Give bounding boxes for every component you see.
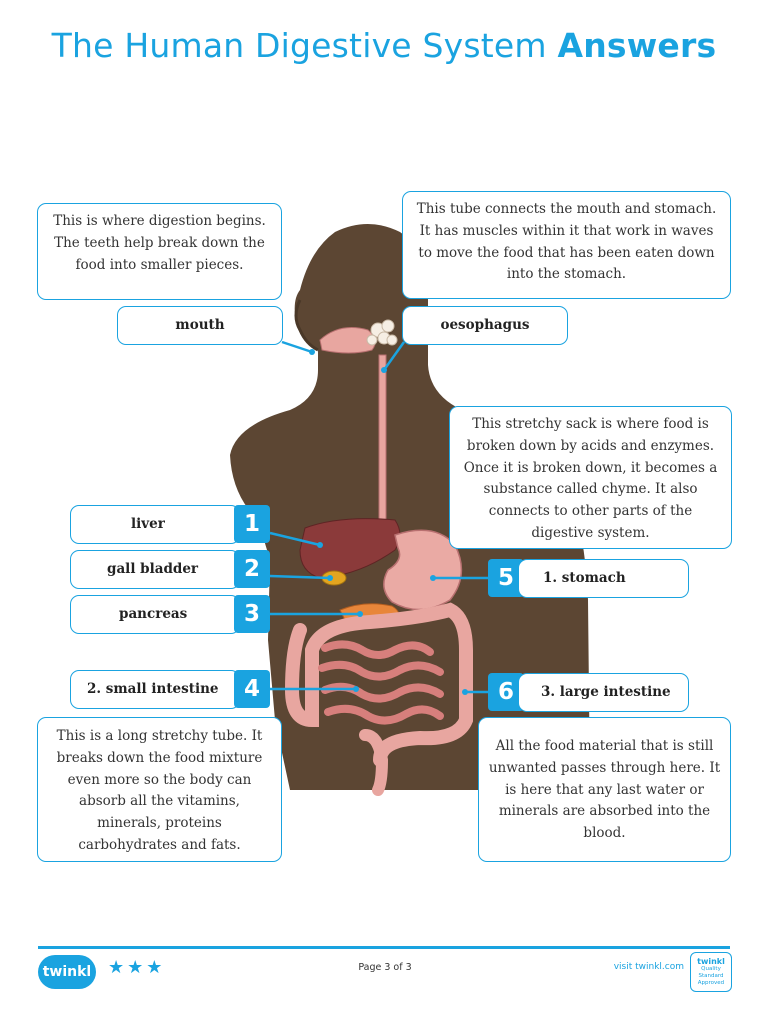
label-stomach-text: 1. stomach <box>543 570 626 586</box>
page-number: Page 3 of 3 <box>358 962 412 973</box>
oesophagus-tube <box>378 354 387 534</box>
number-badge-4: 4 <box>234 670 270 708</box>
page-title: The Human Digestive System Answers <box>0 26 768 65</box>
small-intestine-description: This is a long stretchy tube. It breaks … <box>37 717 282 862</box>
label-small-intestine-text: 2. small intestine <box>87 681 219 697</box>
label-mouth-text: mouth <box>175 317 225 333</box>
small-intestine-description-text: This is a long stretchy tube. It breaks … <box>56 728 263 853</box>
label-large-intestine-text: 3. large intestine <box>541 684 671 700</box>
large-intestine-shape <box>284 602 473 767</box>
label-oesophagus-text: oesophagus <box>440 317 530 333</box>
connector-lines <box>269 340 488 694</box>
quality-badge-icon: twinkl Quality Standard Approved <box>690 952 732 992</box>
number-badge-2: 2 <box>234 550 270 588</box>
large-intestine-description: All the food material that is still unwa… <box>478 717 731 862</box>
label-liver: liver <box>70 505 240 544</box>
label-oesophagus: oesophagus <box>402 306 568 345</box>
label-stomach: 1. stomach <box>518 559 689 598</box>
oesophagus-description: This tube connects the mouth and stomach… <box>402 191 731 299</box>
mouth-description-text: This is where digestion begins. The teet… <box>53 213 266 273</box>
visit-link[interactable]: visit twinkl.com <box>613 962 684 972</box>
footer-divider <box>38 946 730 949</box>
badge-text: Quality Standard Approved <box>697 966 725 986</box>
label-pancreas: pancreas <box>70 595 240 634</box>
title-main: The Human Digestive System <box>51 26 547 65</box>
mouth-description: This is where digestion begins. The teet… <box>37 203 282 300</box>
stomach-description: This stretchy sack is where food is brok… <box>449 406 732 549</box>
small-intestine-coils <box>318 640 444 725</box>
label-pancreas-text: pancreas <box>119 606 188 622</box>
label-gall-bladder-text: gall bladder <box>107 561 199 577</box>
connector-dots <box>309 349 468 695</box>
liver-shape <box>299 518 401 579</box>
number-badge-1: 1 <box>234 505 270 543</box>
label-mouth: mouth <box>117 306 283 345</box>
large-intestine-description-text: All the food material that is still unwa… <box>488 738 721 842</box>
rectum-shape <box>359 729 389 796</box>
label-small-intestine: 2. small intestine <box>70 670 240 709</box>
number-badge-3: 3 <box>234 595 270 633</box>
label-large-intestine: 3. large intestine <box>518 673 689 712</box>
salivary-glands <box>366 319 398 346</box>
rating-stars-icon: ★★★ <box>108 957 166 978</box>
label-liver-text: liver <box>131 516 165 532</box>
face-profile <box>294 299 319 352</box>
badge-brand: twinkl <box>697 957 725 966</box>
label-gall-bladder: gall bladder <box>70 550 240 589</box>
stomach-description-text: This stretchy sack is where food is brok… <box>463 416 718 541</box>
title-bold: Answers <box>557 26 717 65</box>
oesophagus-description-text: This tube connects the mouth and stomach… <box>416 201 717 283</box>
twinkl-logo[interactable]: twinkl <box>38 955 96 989</box>
